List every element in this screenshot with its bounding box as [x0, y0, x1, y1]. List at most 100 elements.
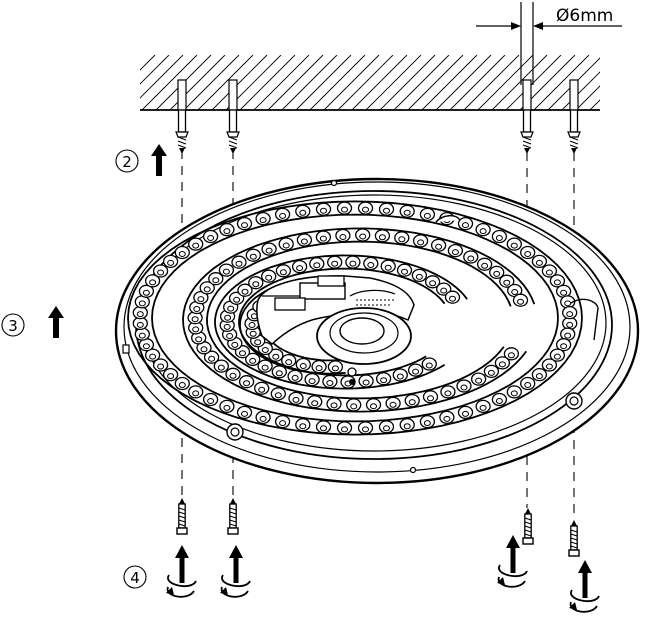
- led-chip-icon: [355, 228, 371, 242]
- step-3-marker: 3: [1, 306, 64, 338]
- led-chip-icon: [378, 420, 395, 434]
- led-chip-icon: [346, 398, 362, 412]
- led-chip-icon: [439, 410, 455, 425]
- led-chip-icon: [407, 363, 424, 377]
- led-chip-icon: [281, 353, 297, 368]
- led-chip-icon: [562, 305, 578, 320]
- led-chip-icon: [419, 414, 436, 429]
- wall-plug-icon: [226, 79, 240, 155]
- led-chip-icon: [483, 364, 500, 379]
- step-4-number: 4: [130, 569, 140, 587]
- led-chip-icon: [399, 418, 415, 432]
- led-chip-icon: [188, 237, 204, 251]
- led-chip-icon: [236, 405, 253, 420]
- led-chip-icon: [531, 254, 548, 269]
- step-3-arrow-up-icon: [48, 306, 64, 338]
- led-chip-icon: [345, 255, 361, 269]
- led-chip-icon: [326, 397, 342, 411]
- led-chip-icon: [304, 372, 320, 387]
- led-chip-icon: [202, 229, 219, 244]
- led-chip-icon: [295, 418, 311, 432]
- led-chip-icon: [422, 390, 439, 404]
- led-chip-icon: [430, 238, 447, 252]
- led-chip-icon: [506, 385, 522, 399]
- led-chip-icon: [456, 379, 472, 393]
- led-chip-icon: [245, 248, 261, 262]
- led-chip-icon: [365, 398, 382, 412]
- led-chip-icon: [255, 211, 271, 226]
- led-chip-icon: [380, 259, 396, 273]
- led-chip-icon: [394, 231, 410, 245]
- rotate-arrow-icon: [219, 544, 251, 598]
- led-chip-icon: [270, 387, 286, 401]
- led-chip-icon: [506, 237, 522, 251]
- led-chip-icon: [162, 254, 179, 269]
- led-chip-icon: [218, 263, 235, 277]
- wall-plug-icon: [175, 79, 189, 155]
- led-chip-icon: [188, 385, 204, 399]
- ceiling-light-fixture: [114, 177, 640, 485]
- led-chip-icon: [254, 381, 270, 395]
- led-chip-icon: [491, 392, 508, 407]
- step-2-arrow-up-icon: [151, 144, 167, 176]
- led-chip-icon: [291, 259, 308, 274]
- led-chip-icon: [520, 245, 536, 260]
- step-2-marker: 2: [115, 144, 167, 176]
- screw-icon: [227, 497, 239, 535]
- led-chip-icon: [440, 385, 456, 399]
- led-chip-icon: [475, 399, 491, 414]
- rotate-arrow-icon: [568, 559, 600, 613]
- wall-plug-icon: [520, 79, 534, 155]
- led-chip-icon: [255, 410, 271, 425]
- led-chip-icon: [392, 368, 408, 382]
- mounting-clips: [435, 215, 599, 341]
- led-chip-icon: [531, 367, 548, 382]
- led-chip-icon: [378, 202, 395, 216]
- led-chip-icon: [162, 367, 179, 382]
- led-strip-rings: [127, 200, 583, 436]
- led-chip-icon: [444, 290, 461, 304]
- center-sensor: [316, 307, 412, 385]
- ceiling-section: [140, 55, 600, 111]
- led-chip-icon: [363, 256, 379, 271]
- led-chip-icon: [457, 405, 474, 420]
- led-chip-icon: [357, 201, 374, 215]
- rotate-arrow-icon: [165, 544, 197, 598]
- led-chip-icon: [134, 327, 150, 341]
- wall-plug-icon: [567, 79, 581, 155]
- led-chip-icon: [411, 268, 428, 283]
- led-chip-icon: [288, 391, 304, 406]
- led-chip-icon: [311, 359, 327, 374]
- led-chip-icon: [491, 229, 508, 244]
- drill-diameter-indicator: Ø6mm: [476, 2, 622, 85]
- led-chip-icon: [335, 228, 351, 243]
- drill-diameter-label: Ø6mm: [556, 6, 613, 26]
- led-chip-icon: [315, 420, 332, 434]
- led-chip-icon: [278, 237, 294, 251]
- led-chip-icon: [396, 263, 413, 277]
- led-chip-icon: [236, 216, 253, 231]
- led-chip-icon: [447, 243, 464, 258]
- led-chip-icon: [248, 276, 264, 290]
- led-chip-icon: [307, 395, 323, 409]
- led-chip-icon: [404, 393, 420, 408]
- screw-icon: [522, 507, 534, 545]
- led-chip-icon: [470, 372, 487, 386]
- led-chip-icon: [315, 230, 332, 244]
- led-chip-icon: [174, 376, 190, 391]
- led-chip-icon: [463, 250, 479, 264]
- led-chip-icon: [261, 242, 277, 256]
- led-chip-icon: [336, 201, 353, 215]
- screw-icon: [568, 519, 580, 557]
- led-chip-icon: [132, 305, 148, 320]
- led-chip-icon: [421, 357, 437, 371]
- led-chip-icon: [357, 421, 374, 435]
- led-chip-icon: [275, 264, 292, 278]
- led-chip-icon: [457, 216, 474, 231]
- led-chip-icon: [374, 229, 391, 243]
- led-chip-icon: [174, 245, 190, 260]
- led-chip-icon: [358, 374, 374, 388]
- led-chip-icon: [238, 375, 255, 389]
- led-chip-icon: [274, 414, 291, 429]
